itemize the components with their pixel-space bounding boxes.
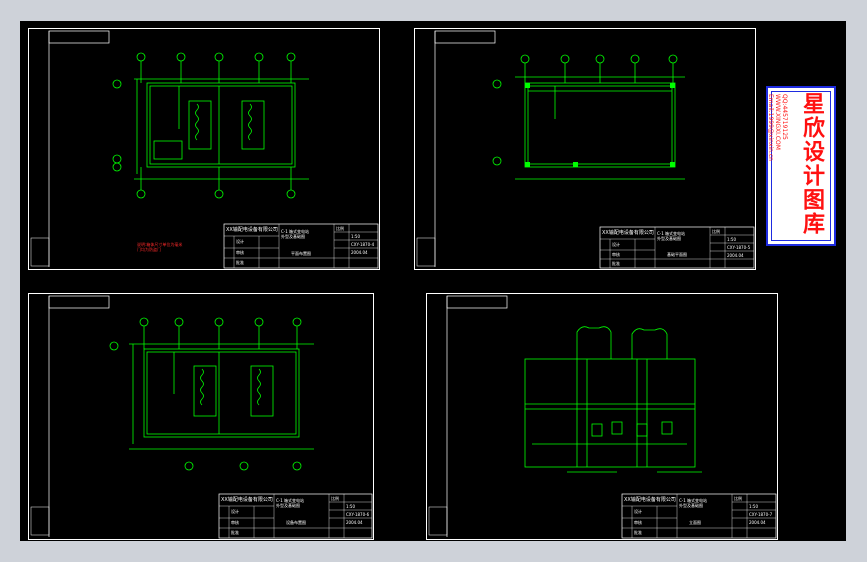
title-block-date: 2004.04 <box>346 520 363 525</box>
title-block-project: C-1 箱式变电站 外型及基础图 <box>679 498 708 508</box>
title-block-scale-value: 1:50 <box>727 237 736 242</box>
title-block-checker: 审核 <box>612 252 620 257</box>
title-block-project: C-1 箱式变电站 外型及基础图 <box>281 229 310 239</box>
logo-border <box>771 91 831 241</box>
sheet-bottom-left[interactable]: XX输配电设备有限公司 C-1 箱式变电站 外型及基础图 比例 1:50 CXY… <box>28 293 374 540</box>
plan-drawing-2 <box>416 30 755 269</box>
title-block-sheet-name: 立面图 <box>689 520 701 525</box>
title-block-checker: 审核 <box>236 250 244 255</box>
title-block-drawing-no: CXY-1870-5 <box>727 245 751 250</box>
logo-title: 星欣设计图库 <box>799 92 825 236</box>
title-block-designer: 设计 <box>231 509 239 514</box>
sheet-bottom-right[interactable]: XX输配电设备有限公司 C-1 箱式变电站 外型及基础图 比例 1:50 CXY… <box>426 293 778 540</box>
elevation-drawing <box>428 295 777 539</box>
title-block-approver: 批准 <box>231 530 239 535</box>
title-block-drawing-no: CXY-1870-4 <box>351 242 375 247</box>
title-block-approver: 批准 <box>236 260 244 265</box>
title-block-checker: 审核 <box>231 520 239 525</box>
logo-web: WWW.XINGXI.COM <box>774 94 781 150</box>
title-block-scale-label: 比例 <box>331 496 339 501</box>
logo-qq: QQ:445719125 <box>781 94 788 140</box>
title-block-company: XX输配电设备有限公司 <box>602 230 654 236</box>
title-block-date: 2004.04 <box>727 253 744 258</box>
plan-drawing-3 <box>30 295 373 539</box>
title-block-project: C-1 箱式变电站 外型及基础图 <box>657 231 686 241</box>
title-block-company: XX输配电设备有限公司 <box>226 227 278 233</box>
drawing-note: 说明:箱体尺寸单位为毫米 门均为防盗门 <box>137 242 183 252</box>
title-block-designer: 设计 <box>236 239 244 244</box>
title-block-date: 2004.04 <box>351 250 368 255</box>
title-block-drawing-no: CXY-1870-7 <box>749 512 773 517</box>
title-block-scale-value: 1:50 <box>351 234 360 239</box>
title-block-designer: 设计 <box>612 242 620 247</box>
title-block-scale-value: 1:50 <box>346 504 355 509</box>
plan-drawing-1 <box>30 30 379 269</box>
title-block-scale-label: 比例 <box>712 229 720 234</box>
title-block-sheet-name: 基础平面图 <box>667 252 687 257</box>
title-block-designer: 设计 <box>634 509 642 514</box>
title-block-drawing-no: CXY-1870-6 <box>346 512 370 517</box>
title-block-scale-value: 1:50 <box>749 504 758 509</box>
logo-email: Email:1999@xinxin.cn <box>767 94 774 161</box>
title-block-approver: 批准 <box>634 530 642 535</box>
title-block-sheet-name: 平面布置图 <box>291 251 311 256</box>
title-block-checker: 审核 <box>634 520 642 525</box>
drawing-canvas: XX输配电设备有限公司 C-1 箱式变电站 外型及基础图 比例 1:50 CXY… <box>20 21 846 541</box>
title-block-approver: 批准 <box>612 261 620 266</box>
title-block-scale-label: 比例 <box>734 496 742 501</box>
sheet-top-left[interactable]: XX输配电设备有限公司 C-1 箱式变电站 外型及基础图 比例 1:50 CXY… <box>28 28 380 270</box>
title-block-date: 2004.04 <box>749 520 766 525</box>
logo-stamp: 星欣设计图库 QQ:445719125 WWW.XINGXI.COM Email… <box>766 86 836 246</box>
title-block-scale-label: 比例 <box>336 226 344 231</box>
title-block-company: XX输配电设备有限公司 <box>221 497 273 503</box>
title-block-sheet-name: 设备布置图 <box>286 520 306 525</box>
title-block-company: XX输配电设备有限公司 <box>624 497 676 503</box>
title-block-project: C-1 箱式变电站 外型及基础图 <box>276 498 305 508</box>
sheet-top-right[interactable]: XX输配电设备有限公司 C-1 箱式变电站 外型及基础图 比例 1:50 CXY… <box>414 28 756 270</box>
